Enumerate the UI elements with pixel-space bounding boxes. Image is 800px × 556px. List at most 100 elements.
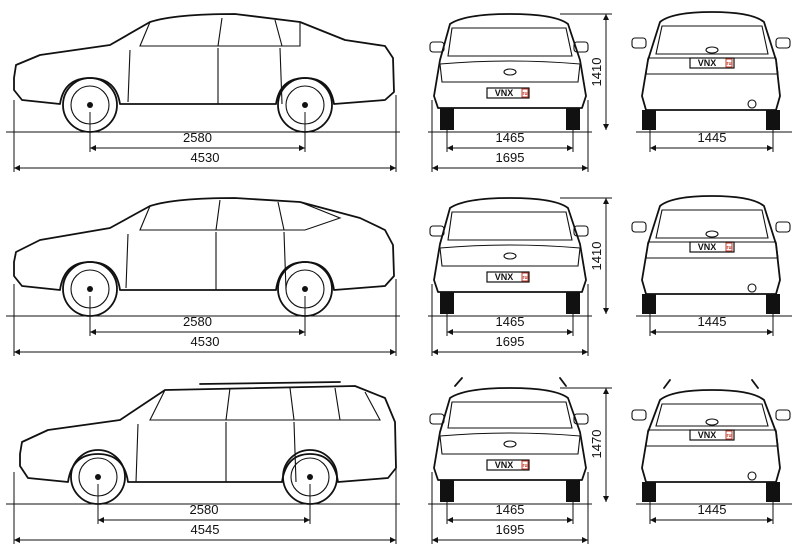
door-lines <box>127 47 283 105</box>
grille-area <box>439 244 581 267</box>
mirror-right <box>573 413 589 425</box>
rear-mirror-left <box>631 409 647 421</box>
front-plate-text: VNX <box>495 460 514 470</box>
side-body <box>13 197 395 291</box>
front-plate <box>486 87 530 99</box>
wheelbase-dim-arrow-end <box>299 145 305 151</box>
front-plate <box>486 271 530 283</box>
width-label: 1695 <box>496 334 525 349</box>
rear-window <box>655 403 769 427</box>
rear-tire-left <box>642 110 656 130</box>
front-emblem <box>503 440 517 448</box>
front-track-dim-arrow-start <box>447 329 453 335</box>
wheel-hub <box>302 102 308 108</box>
height-dim-arrow-start <box>603 198 609 204</box>
length-dim-arrow-end <box>390 165 396 171</box>
width-label: 1695 <box>496 150 525 165</box>
front-body <box>433 13 587 109</box>
rear-body <box>641 389 781 483</box>
length-dim-arrow-start <box>14 165 20 171</box>
windshield <box>447 27 573 57</box>
mirror-left <box>429 413 445 425</box>
front-plate-badge <box>521 88 529 98</box>
wheel-hub <box>95 474 101 480</box>
windshield <box>447 211 573 241</box>
mirror-right <box>573 225 589 237</box>
wheelbase-dim-arrow-end <box>299 329 305 335</box>
grille-area <box>439 432 581 455</box>
roof-rail <box>199 381 341 385</box>
side-view: 2580 4530 <box>6 197 400 356</box>
rear-track-dim-arrow-start <box>650 145 656 151</box>
width-dim-arrow-end <box>582 349 588 355</box>
width-dim-arrow-start <box>432 165 438 171</box>
rear-track-dim-arrow-end <box>767 329 773 335</box>
wheel-hub <box>307 474 313 480</box>
rear-track-label: 1445 <box>698 502 727 517</box>
rear-plate-text: VNX <box>698 242 717 252</box>
length-label: 4530 <box>191 334 220 349</box>
rear-body <box>641 11 781 111</box>
wheelbase-label: 2580 <box>183 314 212 329</box>
front-plate-badge-text: ru <box>523 463 528 469</box>
wheelbase-dim-arrow-start <box>90 145 96 151</box>
wheel-hub <box>302 286 308 292</box>
rear-plate <box>689 57 735 69</box>
front-emblem <box>503 252 517 260</box>
length-dim-arrow-start <box>14 537 20 543</box>
wheelbase-dim-arrow-start <box>90 329 96 335</box>
rear-plate-badge-text: ru <box>727 433 732 439</box>
front-emblem <box>503 68 517 76</box>
rear-mirror-left <box>631 221 647 233</box>
exhaust <box>747 99 757 109</box>
rear-view: VNX ru 1445 <box>631 379 792 524</box>
wheelbase-label: 2580 <box>190 502 219 517</box>
front-track-dim-arrow-start <box>447 517 453 523</box>
front-track-dim-arrow-end <box>567 329 573 335</box>
rear-plate-badge-text: ru <box>727 245 732 251</box>
rear-plate-text: VNX <box>698 430 717 440</box>
rear-emblem <box>705 230 719 238</box>
rear-tire-left <box>642 482 656 502</box>
rear-plate-badge-text: ru <box>727 61 732 67</box>
pillars <box>225 387 341 421</box>
windshield <box>447 401 573 429</box>
width-dim-arrow-end <box>582 165 588 171</box>
window-frame <box>139 21 301 47</box>
length-dim-arrow-end <box>390 537 396 543</box>
rear-plate-badge <box>725 242 733 252</box>
door-lines <box>135 421 297 483</box>
length-label: 4530 <box>191 150 220 165</box>
rear-emblem <box>705 46 719 54</box>
width-label: 1695 <box>496 522 525 537</box>
wheelbase-dim-arrow-end <box>304 517 310 523</box>
rear-body <box>641 195 781 295</box>
rear-track-dim-arrow-start <box>650 329 656 335</box>
grille-area <box>439 60 581 83</box>
rear-tire-left <box>642 294 656 314</box>
rear-mirror-left <box>631 37 647 49</box>
rear-plate <box>689 241 735 253</box>
door-lines <box>125 231 287 291</box>
length-dim-arrow-start <box>14 349 20 355</box>
front-track-dim-arrow-end <box>567 145 573 151</box>
rear-track-dim-arrow-end <box>767 517 773 523</box>
height-dim-arrow-end <box>603 124 609 130</box>
window-frame <box>139 201 342 231</box>
height-dim-arrow-start <box>603 388 609 394</box>
width-dim-arrow-start <box>432 537 438 543</box>
rear-mirror-right <box>775 221 791 233</box>
height-dim-arrow-start <box>603 14 609 20</box>
front-body <box>433 387 587 481</box>
height-dim-arrow-end <box>603 308 609 314</box>
rear-track-dim-arrow-end <box>767 145 773 151</box>
mirror-left <box>429 41 445 53</box>
door-pillars <box>217 17 283 47</box>
